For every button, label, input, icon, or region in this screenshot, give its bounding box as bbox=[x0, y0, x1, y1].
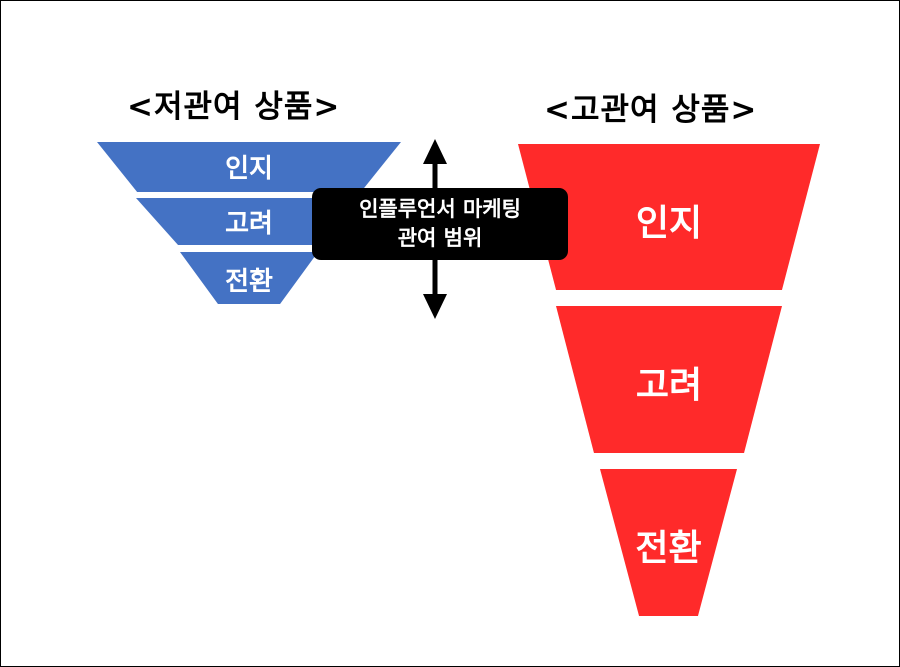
callout-line-1: 인플루언서 마케팅 bbox=[359, 197, 521, 221]
high-funnel-stage-label: 고려 bbox=[635, 365, 703, 406]
low-involvement-title: <저관여 상품> bbox=[127, 89, 341, 125]
callout-line-2: 관여 범위 bbox=[397, 226, 483, 250]
low-funnel-stage-conversion: 전환 bbox=[180, 252, 318, 304]
low-funnel-stage-label: 전환 bbox=[225, 267, 273, 297]
low-funnel-stage-label: 고려 bbox=[225, 209, 273, 239]
high-funnel-stage-consideration: 고려 bbox=[556, 306, 782, 453]
high-involvement-title: <고관여 상품> bbox=[544, 92, 758, 128]
high-funnel-stage-conversion: 전환 bbox=[600, 469, 737, 616]
high-funnel-stage-label: 인지 bbox=[635, 203, 703, 244]
low-funnel-stage-label: 인지 bbox=[225, 154, 273, 184]
high-funnel-stage-label: 전환 bbox=[635, 528, 702, 569]
high-funnel-stage-awareness: 인지 bbox=[518, 144, 820, 290]
influencer-marketing-scope-callout: 인플루언서 마케팅 관여 범위 bbox=[312, 188, 568, 260]
low-funnel-stage-awareness: 인지 bbox=[97, 142, 401, 192]
